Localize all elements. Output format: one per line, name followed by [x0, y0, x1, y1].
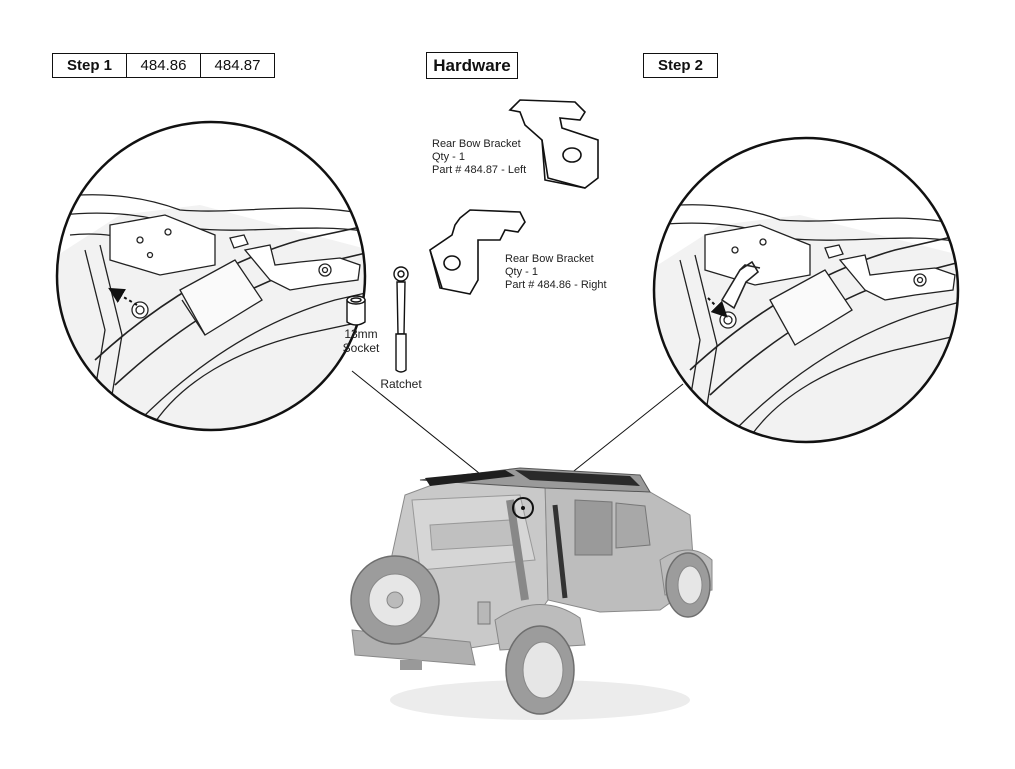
socket-label: 13mm Socket — [336, 327, 386, 355]
hardware-part: Part # 484.87 - Left — [432, 164, 527, 176]
vehicle-illustration — [350, 467, 713, 720]
ratchet-label: Ratchet — [380, 377, 422, 391]
hardware-qty: Qty - 1 — [432, 151, 466, 163]
step1-detail-view — [55, 120, 367, 432]
step2-detail-view — [652, 136, 960, 444]
removal-arrow — [108, 287, 138, 306]
hardware-note-left-bracket: Rear Bow Bracket Qty - 1 Part # 484.87 -… — [432, 138, 526, 177]
step1-part-number: 484.86 — [127, 54, 201, 77]
hardware-heading: Hardware — [426, 52, 518, 79]
step2-label: Step 2 — [643, 53, 718, 78]
ratchet-illustration — [393, 266, 409, 373]
socket-size: 13mm — [344, 327, 378, 341]
socket-illustration — [346, 295, 366, 326]
location-highlight-ring — [512, 497, 534, 519]
bracket-left-illustration — [508, 99, 599, 189]
hardware-name: Rear Bow Bracket — [505, 253, 594, 265]
hardware-note-right-bracket: Rear Bow Bracket Qty - 1 Part # 484.86 -… — [505, 253, 607, 292]
hardware-qty: Qty - 1 — [505, 266, 539, 278]
bracket-right-illustration — [429, 209, 526, 295]
socket-word: Socket — [342, 341, 380, 355]
hardware-part: Part # 484.86 - Right — [505, 279, 607, 291]
step1-part-number: 484.87 — [214, 57, 261, 74]
hardware-name: Rear Bow Bracket — [432, 138, 521, 150]
step1-label: Step 1 — [53, 54, 127, 77]
step1-table: Step 1 484.86 484.87 — [52, 53, 275, 78]
